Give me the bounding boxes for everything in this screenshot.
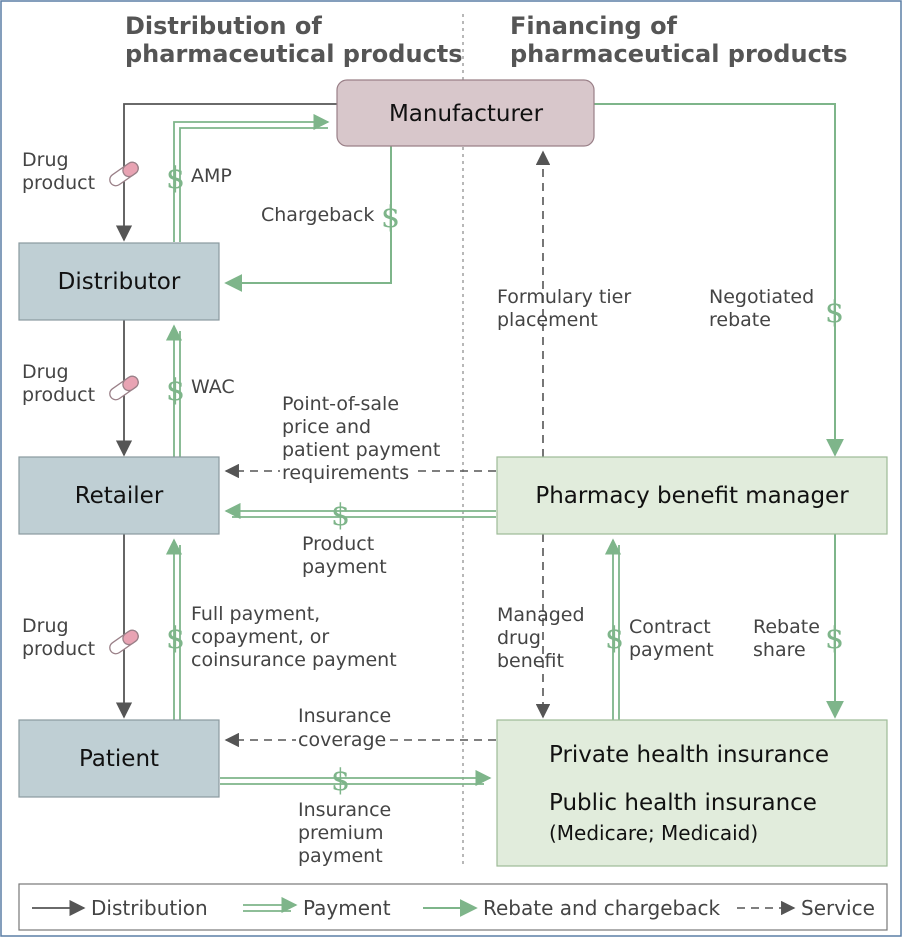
node-pbm-label: Pharmacy benefit manager bbox=[535, 483, 849, 509]
chargeback-label: Chargeback bbox=[261, 204, 374, 226]
premium-payment-label-3: payment bbox=[298, 845, 383, 867]
drug-product-label-3a: Drug bbox=[22, 615, 69, 637]
dollar-chargeback: $ bbox=[381, 200, 400, 235]
node-retailer bbox=[18, 456, 220, 535]
insurance-coverage-label-1: Insurance bbox=[298, 705, 391, 727]
node-insurance-public-label: Public health insurance bbox=[549, 790, 817, 816]
legend-payment-label: Payment bbox=[303, 896, 391, 920]
legend-service-label: Service bbox=[801, 896, 875, 920]
formulary-label-2: placement bbox=[497, 309, 598, 331]
full-payment-label-1: Full payment, bbox=[191, 603, 320, 625]
dollar-negotiated-rebate: $ bbox=[825, 295, 844, 330]
drug-product-label-1b: product bbox=[22, 172, 95, 194]
dollar-rebate-share: $ bbox=[825, 621, 844, 656]
arrow-amp-payment-inner bbox=[179, 127, 328, 242]
node-insurance-private-label: Private health insurance bbox=[549, 742, 829, 768]
insurance-coverage-label-bg bbox=[296, 730, 390, 750]
node-patient-label: Patient bbox=[79, 746, 159, 772]
dollar-premium-payment: $ bbox=[331, 763, 350, 798]
point-of-sale-label-3: patient payment bbox=[282, 439, 440, 461]
node-distributor bbox=[18, 242, 220, 321]
dollar-product-payment: $ bbox=[331, 498, 350, 533]
premium-payment-label-2: premium bbox=[298, 822, 383, 844]
contract-payment-label-2: payment bbox=[629, 639, 714, 661]
point-of-sale-label-2: price and bbox=[282, 416, 371, 438]
product-payment-label-2: payment bbox=[302, 556, 387, 578]
amp-label: AMP bbox=[191, 165, 232, 187]
rebate-share-label-1: Rebate bbox=[753, 616, 820, 638]
drug-product-label-2b: product bbox=[22, 384, 95, 406]
full-payment-label-2: copayment, or bbox=[191, 626, 329, 648]
node-retailer-label: Retailer bbox=[75, 483, 164, 509]
node-patient bbox=[18, 719, 220, 798]
product-payment-label-1: Product bbox=[302, 533, 374, 555]
negotiated-rebate-label-1: Negotiated bbox=[709, 286, 814, 308]
section-title-distribution-line1: Distribution of bbox=[125, 12, 322, 40]
premium-payment-label-1: Insurance bbox=[298, 799, 391, 821]
formulary-label-1: Formulary tier bbox=[497, 286, 631, 308]
drug-product-label-3b: product bbox=[22, 638, 95, 660]
wac-label: WAC bbox=[191, 376, 235, 398]
node-distributor-label: Distributor bbox=[58, 269, 181, 295]
section-title-financing-line2: pharmaceutical products bbox=[510, 40, 848, 68]
arrow-amp-payment-outer bbox=[173, 113, 330, 242]
dollar-wac: $ bbox=[166, 373, 185, 408]
arrow-negotiated-rebate bbox=[594, 103, 844, 457]
node-insurance-programs-label: (Medicare; Medicaid) bbox=[549, 821, 758, 845]
legend-distribution-label: Distribution bbox=[91, 896, 208, 920]
drug-product-label-2a: Drug bbox=[22, 361, 69, 383]
managed-drug-label-3: benefit bbox=[497, 650, 564, 672]
full-payment-label-3: coinsurance payment bbox=[191, 649, 397, 671]
managed-drug-label-2: drug bbox=[497, 627, 541, 649]
arrow-manufacturer-to-distributor bbox=[115, 103, 337, 242]
point-of-sale-label-bg bbox=[280, 462, 416, 482]
legend-rebate-label: Rebate and chargeback bbox=[483, 896, 720, 920]
dollar-amp: $ bbox=[166, 161, 185, 196]
contract-payment-label-1: Contract bbox=[629, 616, 711, 638]
section-title-financing-line1: Financing of bbox=[510, 12, 678, 40]
node-insurance bbox=[496, 719, 888, 867]
point-of-sale-label-4: requirements bbox=[282, 462, 409, 484]
node-manufacturer-label: Manufacturer bbox=[389, 101, 544, 127]
rebate-share-label-2: share bbox=[753, 639, 806, 661]
drug-product-label-1a: Drug bbox=[22, 149, 69, 171]
node-pbm bbox=[496, 456, 888, 535]
node-manufacturer bbox=[336, 79, 595, 147]
point-of-sale-label-1: Point-of-sale bbox=[282, 393, 399, 415]
dollar-contract-payment: $ bbox=[605, 621, 624, 656]
dollar-full-payment: $ bbox=[166, 621, 185, 656]
arrow-chargeback bbox=[224, 146, 392, 292]
insurance-coverage-label-2: coverage bbox=[298, 729, 386, 751]
negotiated-rebate-label-2: rebate bbox=[709, 309, 771, 331]
managed-drug-label-1: Managed bbox=[497, 604, 585, 626]
section-title-distribution-line2: pharmaceutical products bbox=[125, 40, 463, 68]
